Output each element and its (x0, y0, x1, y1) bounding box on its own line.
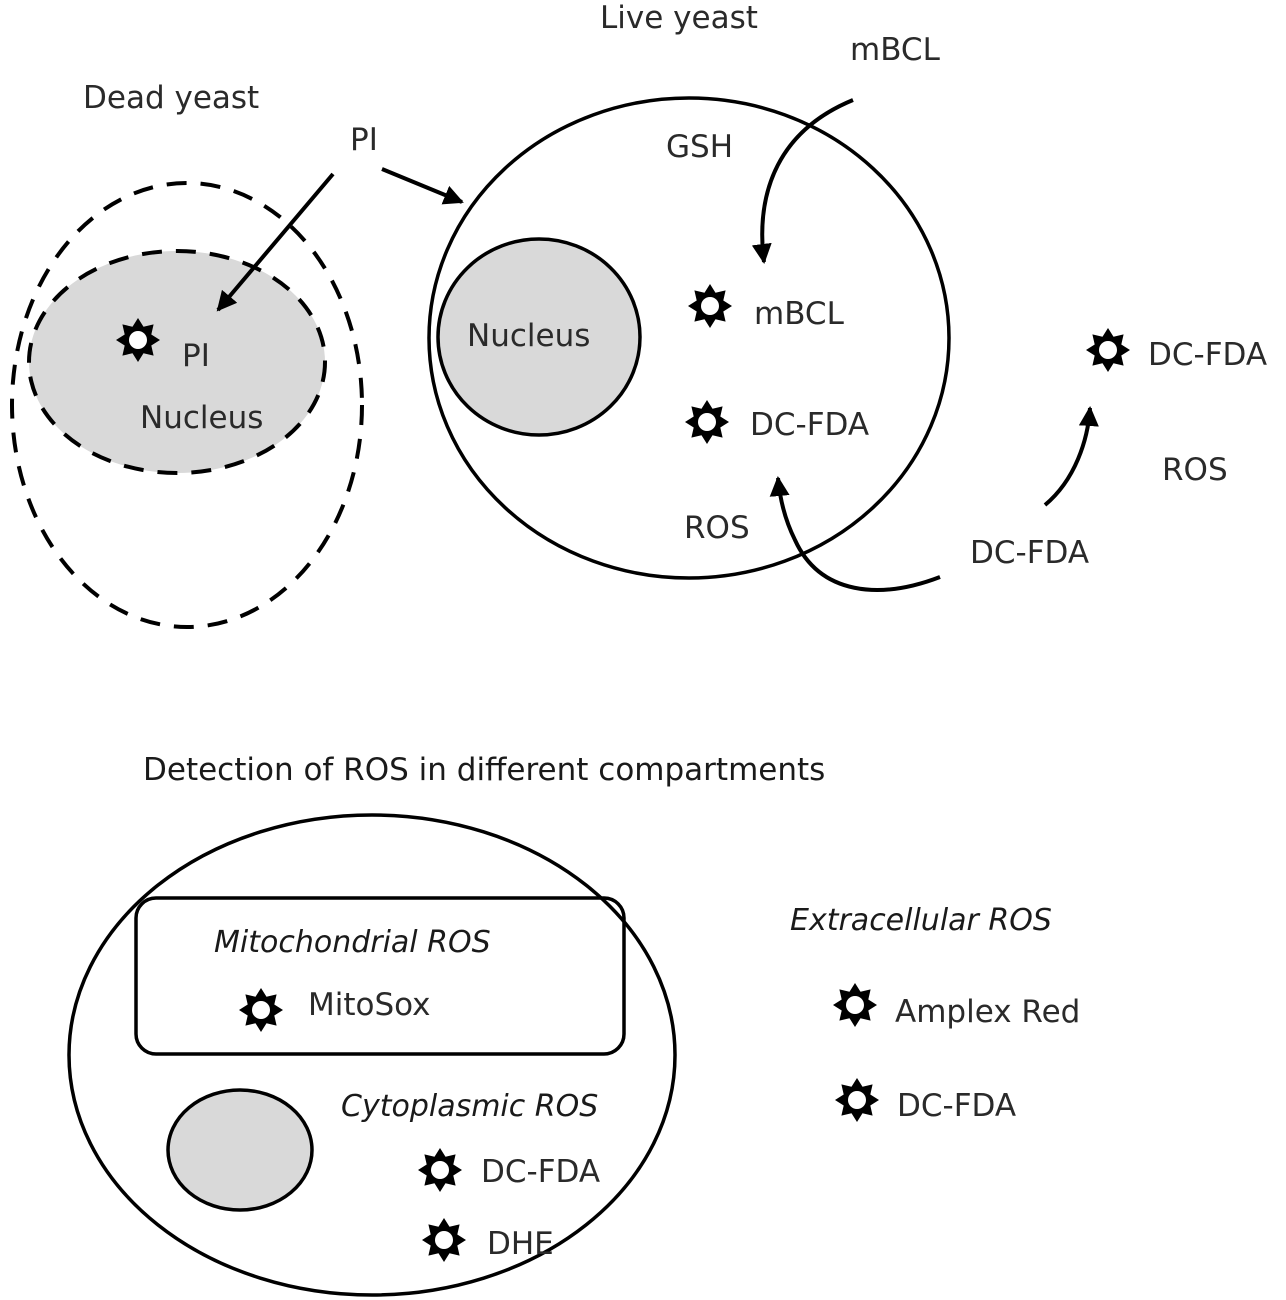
cell-nucleus (166, 1088, 314, 1212)
fluorescent-star-icon (688, 284, 732, 328)
dcfda-entry-arrow (769, 476, 941, 592)
extracellular-ros-heading: Extracellular ROS (790, 903, 1052, 938)
dcfda-extracellular-arrow (1043, 406, 1099, 507)
live-yeast-nucleus-label: Nucleus (467, 318, 590, 354)
cytoplasmic-dcfda-label: DC-FDA (481, 1154, 600, 1190)
dcfda-outside-stained-label: DC-FDA (1148, 337, 1267, 373)
dhe-label: DHE (487, 1226, 554, 1262)
mitochondrial-ros-heading: Mitochondrial ROS (214, 925, 491, 960)
mbcl-entry-arrow (751, 98, 854, 264)
dead-yeast-pi-label: PI (350, 122, 378, 158)
compartments-panel: Detection of ROS in different compartmen… (67, 752, 1080, 1297)
mitosox-label: MitoSox (308, 987, 431, 1023)
live-yeast-panel: Live yeast mBCL Nucleus GSH mBCL DC-FDA … (381, 0, 1267, 592)
mbcl-source-label: mBCL (850, 32, 941, 68)
dead-yeast-nucleus-label: Nucleus (140, 400, 263, 436)
compartments-title: Detection of ROS in different compartmen… (143, 752, 825, 788)
fluorescent-star-icon (239, 988, 283, 1032)
live-yeast-title: Live yeast (600, 0, 758, 36)
dead-yeast-nucleus (27, 249, 327, 475)
dead-yeast-membrane (10, 181, 364, 629)
fluorescent-star-icon (422, 1218, 466, 1262)
dead-yeast-title: Dead yeast (83, 80, 259, 116)
dcfda-inside-label: DC-FDA (750, 407, 869, 443)
cell-membrane (67, 813, 677, 1297)
cytoplasmic-ros-heading: Cytoplasmic ROS (341, 1089, 598, 1124)
mitochondrion-box (134, 896, 626, 1056)
fluorescent-star-icon (835, 1078, 879, 1122)
fluorescent-star-icon (833, 983, 877, 1027)
fluorescent-star-icon (685, 400, 729, 444)
gsh-label: GSH (666, 129, 733, 165)
dcfda-outside-source-label: DC-FDA (970, 535, 1089, 571)
extracellular-dcfda-label: DC-FDA (897, 1088, 1016, 1124)
mbcl-inside-label: mBCL (754, 296, 845, 332)
ros-outside-label: ROS (1162, 452, 1228, 488)
fluorescent-star-icon (116, 318, 160, 362)
live-yeast-membrane (427, 96, 951, 580)
pi-excluded-arrow (381, 167, 464, 205)
fluorescent-star-icon (1086, 328, 1130, 372)
live-yeast-nucleus (436, 237, 642, 437)
ros-inside-label: ROS (684, 510, 750, 546)
pi-entry-arrow (216, 172, 335, 312)
amplex-red-label: Amplex Red (895, 994, 1080, 1030)
dead-yeast-stained-pi: PI (182, 338, 210, 374)
dead-yeast-panel: Dead yeast PI PI Nucleus (10, 80, 378, 629)
fluorescent-star-icon (418, 1148, 462, 1192)
